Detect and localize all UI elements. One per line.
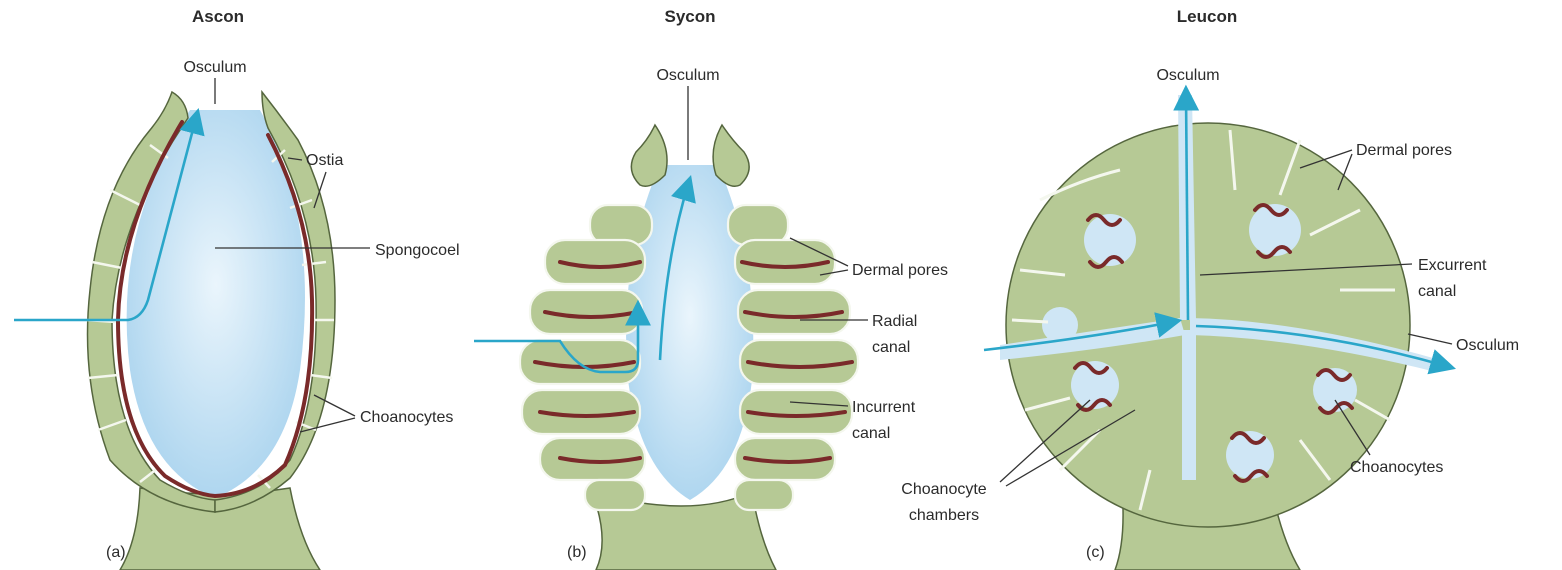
sycon-radial-canal-label-1: Radial [872, 313, 917, 330]
leucon-osculum-top-label: Osculum [1156, 67, 1219, 84]
leucon-choanocytes-label: Choanocytes [1350, 459, 1443, 476]
leucon-title: Leucon [1177, 7, 1237, 26]
ascon-panel-label: (a) [106, 544, 126, 561]
leucon-excurrent-canal-label-2: canal [1418, 283, 1456, 300]
leucon-excurrent-canal-label-1: Excurrent [1418, 257, 1487, 274]
leucon-panel-label: (c) [1086, 544, 1105, 561]
sycon-dermal-pores-label: Dermal pores [852, 262, 948, 279]
sycon-incurrent-canal-label-1: Incurrent [852, 399, 916, 416]
ascon-ostia-label: Ostia [306, 152, 343, 169]
sycon-radial-canal-label-2: canal [872, 339, 910, 356]
ascon-osculum-label: Osculum [183, 59, 246, 76]
leucon-dermal-pores-label: Dermal pores [1356, 142, 1452, 159]
sycon-osculum-label: Osculum [656, 67, 719, 84]
sycon-diagram: Sycon Osculum Dermal pores Radial canal … [474, 7, 948, 570]
ascon-choanocytes-label: Choanocytes [360, 409, 453, 426]
ascon-spongocoel-label: Spongocoel [375, 242, 460, 259]
sycon-incurrent-canal-label-2: canal [852, 425, 890, 442]
sycon-panel-label: (b) [567, 544, 587, 561]
leucon-diagram: Leucon Osculum Dermal pores Excurrent ca… [901, 7, 1519, 570]
leucon-chambers-label-2: chambers [909, 507, 979, 524]
leucon-osculum-right-label: Osculum [1456, 337, 1519, 354]
leucon-chambers-label-1: Choanocyte [901, 481, 986, 498]
ascon-title: Ascon [192, 7, 244, 26]
sycon-title: Sycon [664, 7, 715, 26]
ascon-diagram: Ascon Osculum Ostia Spongocoel Choanocyt… [14, 7, 460, 570]
